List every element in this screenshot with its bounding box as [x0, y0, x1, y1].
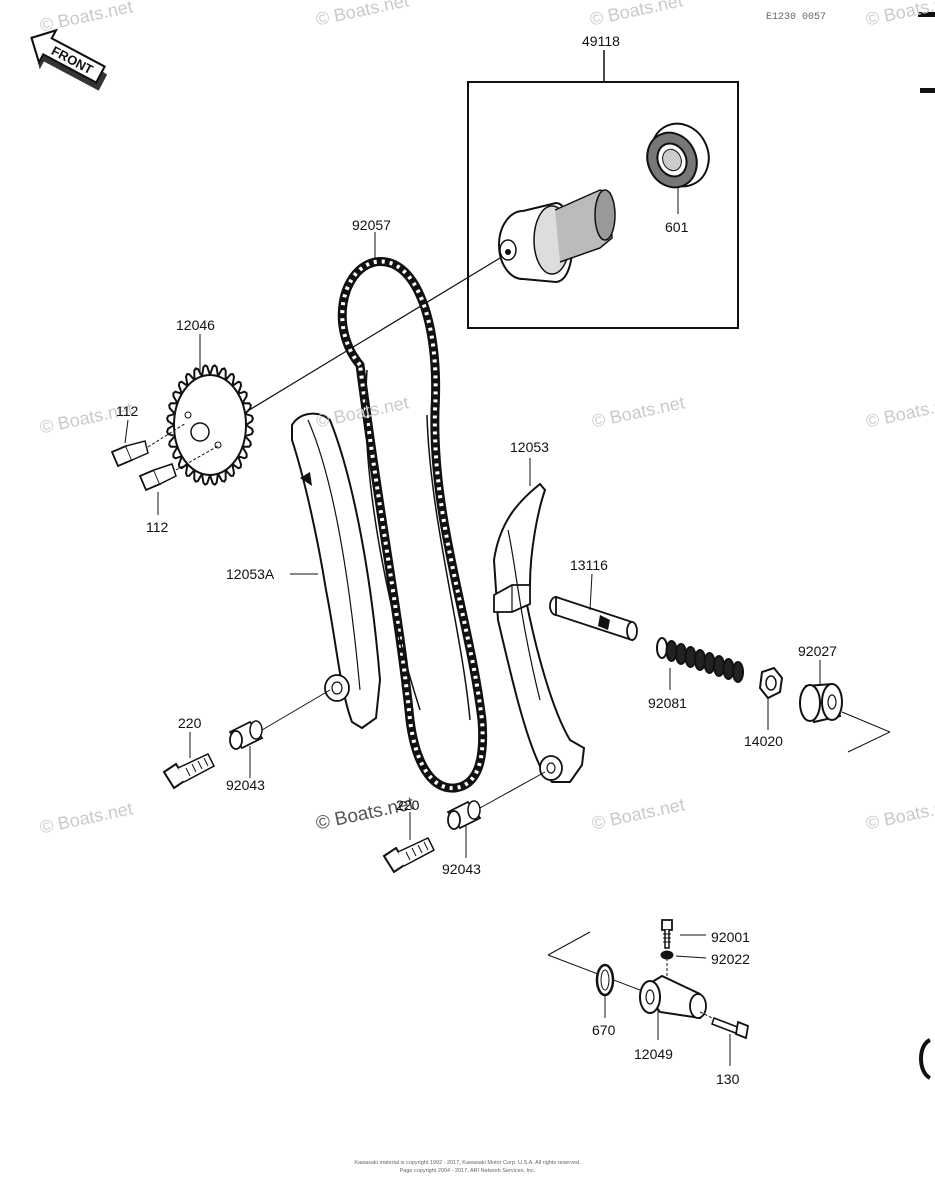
part-label-130[interactable]: 130: [716, 1071, 740, 1087]
spring-coil: [713, 655, 725, 677]
guide-bolt: [162, 753, 215, 790]
spring-coil: [703, 652, 716, 674]
washer: [660, 950, 674, 960]
corner-mark: [920, 88, 935, 93]
chain-guide-left: [291, 412, 382, 730]
sprocket-bolt: [138, 445, 219, 492]
front-arrow-icon: FRONT: [30, 28, 108, 91]
leader-line: [699, 1011, 713, 1019]
spring-coil: [732, 661, 744, 683]
collar: [446, 800, 482, 830]
part-label-12049[interactable]: 12049: [634, 1046, 673, 1062]
part-label-601[interactable]: 601: [665, 219, 689, 235]
tensioner-side-bolt: [711, 1017, 750, 1040]
nut: [758, 666, 784, 700]
leader-line: [547, 931, 591, 956]
diagram-code: E1230 0057: [766, 12, 827, 23]
part-label-670[interactable]: 670: [592, 1022, 616, 1038]
spring-coil: [665, 640, 678, 662]
corner-bracket: [919, 1038, 932, 1080]
spring-coil: [722, 658, 735, 680]
part-label-112-top[interactable]: 112: [116, 403, 139, 419]
tensioner-guide-right: [492, 482, 586, 783]
part-label-12053[interactable]: 12053: [510, 439, 549, 455]
part-label-49118[interactable]: 49118: [582, 33, 620, 49]
leader-line: [124, 419, 129, 444]
leader-line: [675, 955, 707, 959]
leader-line: [841, 711, 891, 733]
leader-line: [547, 954, 641, 991]
camshaft: [498, 189, 616, 284]
leader-line: [847, 731, 891, 753]
cap: [799, 682, 843, 724]
tensioner-top-bolt: [661, 919, 673, 949]
corner-mark: [918, 12, 935, 17]
part-label-220-left[interactable]: 220: [178, 715, 202, 731]
sprocket-bolt: [110, 422, 187, 468]
spring-coil: [694, 649, 706, 671]
part-label-220-right[interactable]: 220: [396, 797, 420, 813]
tensioner-body: [639, 974, 707, 1020]
spring: [656, 637, 744, 683]
spring-coil: [656, 637, 668, 659]
part-label-92022[interactable]: 92022: [711, 951, 750, 967]
part-label-92057[interactable]: 92057: [352, 217, 391, 233]
cam-chain: [337, 257, 488, 793]
cam-sprocket: [166, 364, 254, 486]
leader-line: [261, 689, 331, 731]
leader-line: [479, 771, 546, 809]
copyright-line-1: Kawasaki material is copyright 1992 - 20…: [354, 1160, 581, 1166]
tensioner-shaft: [549, 595, 638, 642]
part-label-92001[interactable]: 92001: [711, 929, 750, 945]
axis-line: [207, 257, 501, 436]
part-label-92027[interactable]: 92027: [798, 643, 837, 659]
spring-coil: [675, 643, 687, 665]
leader-line: [589, 573, 593, 611]
part-label-12046[interactable]: 12046: [176, 317, 215, 333]
o-ring: [595, 963, 615, 997]
spring-coil: [684, 646, 697, 668]
part-label-92043-right[interactable]: 92043: [442, 861, 481, 877]
part-label-92043-left[interactable]: 92043: [226, 777, 265, 793]
part-label-12053A[interactable]: 12053A: [226, 566, 275, 582]
copyright-line-2: Page copyright 2004 - 2017, ARI Network …: [399, 1168, 536, 1174]
camshaft-assembly-box: [467, 81, 739, 329]
collar: [228, 720, 264, 750]
part-label-92081[interactable]: 92081: [648, 695, 687, 711]
part-label-112-bottom[interactable]: 112: [146, 519, 169, 535]
bearing: [646, 122, 710, 189]
guide-bolt: [382, 837, 435, 874]
part-label-14020[interactable]: 14020: [744, 733, 783, 749]
part-label-13116[interactable]: 13116: [570, 557, 608, 573]
